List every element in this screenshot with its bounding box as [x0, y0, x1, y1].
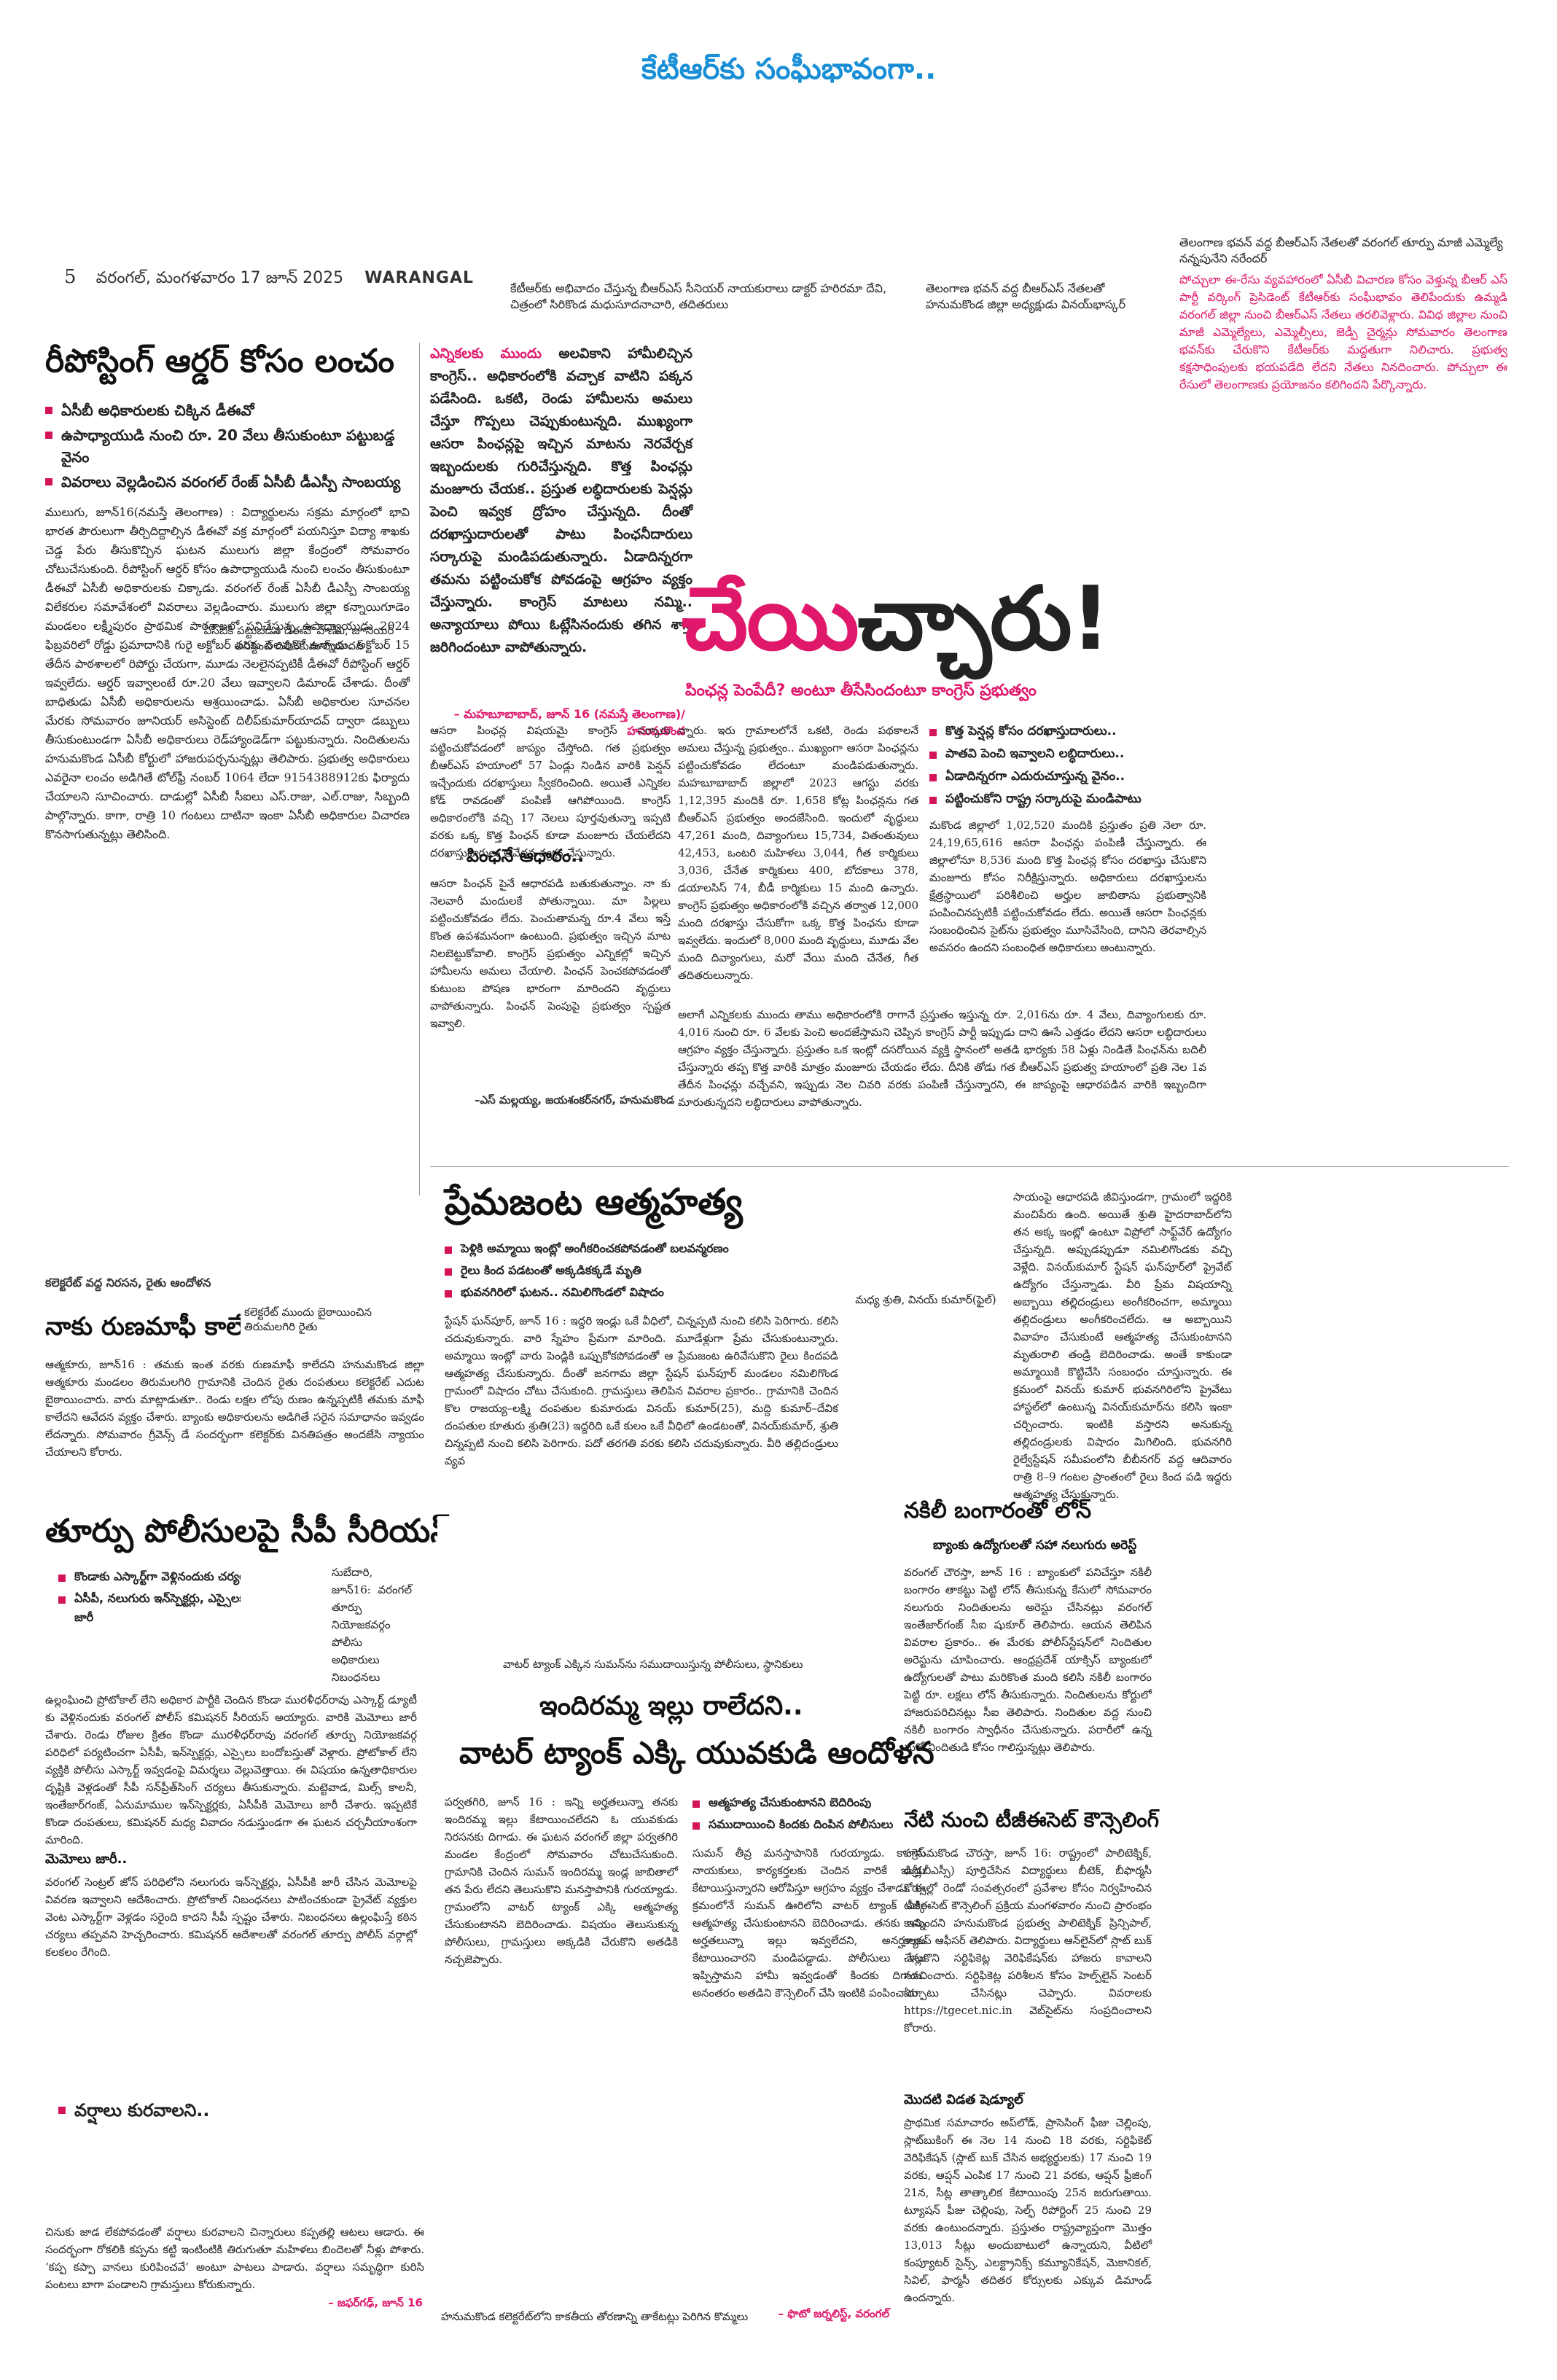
water-photo-caption: వాటర్ ట్యాంక్ ఎక్కిన సుమన్‌ను సముదాయిస్త… — [503, 1658, 803, 1671]
repost-photo-caption: ఏసీబీకి పట్టుబడిన డీఈవో పాణిని, జూనియర్ … — [203, 624, 394, 652]
row-divider-1 — [430, 1166, 1509, 1167]
repost-bullet-1: ఏసీబీ అధికారులకు చిక్కిన డీఈవో — [45, 399, 424, 421]
pension-col1b: ఆసరా పింఛన్ పైనే ఆధారపడి బతుకుతున్నాం. న… — [430, 877, 671, 1030]
photo-caption-right2: తెలంగాణ భవన్ వద్ద బీఆర్‌ఎస్ నేతలతో వరంగల… — [1179, 235, 1503, 265]
pension-col1-subhead: పింఛనే ఆధారం.. — [467, 846, 585, 866]
water-photo — [437, 1516, 867, 1647]
love-body-2: సాయంపై ఆధారపడి జీవిస్తుండగా, గ్రామంలో ఇద… — [1013, 1190, 1232, 1501]
bottom-caption: హనుమకొండ కలెక్టరేట్‌లోని కాకతీయ తోరణాన్న… — [441, 2310, 749, 2323]
pension-bullet-2: పాతవి పెంచి ఇవ్వాలని లబ్ధిదారులు.. — [929, 744, 1206, 764]
water-body-1: పర్వతగిరి, జూన్ 16 : ఇన్ని అర్హతలున్నా త… — [445, 1795, 678, 1966]
tgecet-headline: నేటి నుంచి టీజీఈసెట్ కౌన్సెలింగ్ — [904, 1808, 1159, 1832]
water-bullet-1: ఆత్మహత్య చేసుకుంటానని బెదిరింపు — [692, 1793, 926, 1812]
dateline: వరంగల్, మంగళవారం 17 జూన్ 2025 — [95, 269, 344, 287]
gold-headline: నకిలీ బంగారంతో లోన్ — [904, 1498, 1092, 1523]
police-body: ఉల్లంఘించి ప్రోటోకాల్ లేని అధికార పార్టీ… — [45, 1693, 417, 1846]
rain-body: చినుకు జాడ లేకపోవడంతో వర్షాలు కురవాలని చ… — [45, 2225, 424, 2291]
police-headline: తూర్పు పోలీసులపై సీపీ సీరియస్ — [45, 1513, 453, 1550]
tgecet-body-2: ప్రాథమిక సమాచారం అప్‌లోడ్, ప్రాసెసింగ్ ఫ… — [904, 2116, 1152, 2304]
top-story-text: పోచ్చులా ఈ-రేసు వ్యవహారంలో ఏసీబీ విచారణ … — [1179, 273, 1507, 391]
bottom-photo — [437, 2070, 889, 2303]
tgecet-subhead: మొదటి విడత షెడ్యూల్ — [904, 2092, 1023, 2107]
pension-intro: ఎన్నికలకు ముందు అలవికాని హామీలిచ్చిన కాం… — [430, 343, 692, 659]
water-bullets: ఆత్మహత్య చేసుకుంటానని బెదిరింపు సముదాయిం… — [692, 1793, 926, 1837]
police-body-2: వరంగల్ సెంట్రల్ జోన్ పరిధిలోని నలుగురు ఇ… — [45, 1876, 417, 1959]
love-photo — [860, 1188, 991, 1298]
pension-bullet-1: కొత్త పెన్షన్ల కోసం దరఖాస్తుదారులు.. — [929, 722, 1206, 741]
gold-subhead: బ్యాంకు ఉద్యోగులతో సహా నలుగురు అరెస్ట్ — [933, 1538, 1137, 1553]
repost-body: ములుగు, జూన్16(నమస్తే తెలంగాణ) : విద్యార… — [45, 505, 410, 841]
repost-bullet-2: ఉపాధ్యాయుడి నుంచి రూ. 20 వేలు తీసుకుంటూ … — [45, 424, 424, 468]
love-bullet-3: భువనగిరిలో ఘటన.. నమిలిగొండలో విషాదం — [445, 1283, 897, 1302]
top-group-photo — [50, 93, 1529, 246]
pension-intro-byline: – మహబూబాబాద్, జూన్ 16 (నమస్తే తెలంగాణ)/హ… — [453, 707, 685, 738]
pension-intro-text: అలవికాని హామీలిచ్చిన కాంగ్రెస్.. అధికారం… — [430, 346, 692, 655]
pension-bullets: కొత్త పెన్షన్ల కోసం దరఖాస్తుదారులు.. పాత… — [929, 722, 1206, 812]
edition-label: WARANGAL — [364, 269, 475, 287]
love-photo-caption: మధ్య శ్రుతి, వినయ్ కుమార్(ఫైల్) — [855, 1293, 996, 1306]
loan-headline: నాకు రుణమాఫీ కాలేదు — [45, 1312, 270, 1341]
love-body-1: స్టేషన్ ఘన్‌పూర్, జూన్ 16 : ఇద్దరి ఇండ్ల… — [445, 1314, 838, 1467]
repost-headline: రీపోస్టింగ్ ఆర్డర్ కోసం లంచం — [45, 343, 394, 380]
police-photo — [241, 1567, 328, 1691]
bottom-byline: – ఫొటో జర్నలిస్ట్, వరంగల్ — [778, 2307, 889, 2320]
love-bullets: పెళ్లికి అమ్మాయి ఇంట్లో అంగీకరించకపోవడంత… — [445, 1239, 897, 1305]
repost-photo — [211, 496, 408, 620]
pension-deck: పింఛన్ల పెంపేదీ? అంటూ తీసేసిందంటూ కాంగ్ర… — [685, 682, 1037, 700]
rain-headline-wrap: వర్షాలు కురవాలని.. — [58, 2099, 423, 2124]
pension-col1b-byline: –ఎస్ మల్లయ్య, జయశంకర్‌నగర్, హనుమకొండ — [474, 1093, 674, 1107]
water-headline-1: ఇందిరమ్మ ఇల్లు రాలేదని.. — [539, 1691, 803, 1721]
pension-col1: ఆసరా పింఛన్ల విషయమై కాంగ్రెస్ సర్కారు పట… — [430, 724, 671, 859]
loan-photo — [241, 1298, 401, 1370]
rain-headline: వర్షాలు కురవాలని.. — [58, 2099, 423, 2121]
pension-photo-left — [700, 339, 933, 565]
pension-big-headline-part1: చేయి — [682, 569, 859, 670]
rain-photo — [45, 2136, 424, 2216]
masthead: 5 వరంగల్, మంగళవారం 17 జూన్ 2025 WARANGAL — [64, 266, 516, 295]
water-bullet-2: సముదాయించి కిందకు దింపిన పోలీసులు — [692, 1815, 926, 1834]
photo-caption-right1: తెలంగాణ భవన్ వద్ద బీఆర్‌ఎస్ నేతలతో హనుమక… — [926, 281, 1126, 311]
water-body-2: సుమన్ తీవ్ర మనస్తాపానికి గురయ్యాడు. కాంగ… — [692, 1846, 926, 1999]
pension-intro-highlight: ఎన్నికలకు ముందు — [430, 346, 542, 362]
rain-byline: – జఫర్‌గఢ్, జూన్ 16 — [328, 2296, 423, 2309]
pension-bullet-4: పట్టించుకోని రాష్ట్ర సర్కారుపై మండిపాటు — [929, 789, 1206, 809]
loan-body: ఆత్మకూరు, జూన్16 : తమకు ఇంత వరకు రుణమాఫీ… — [45, 1358, 424, 1459]
water-headline-2: వాటర్ ట్యాంక్ ఎక్కి యువకుడి ఆందోళన — [459, 1735, 934, 1771]
pension-bullet-3: ఏడాదిన్నరగా ఎదురుచూస్తున్న వైనం.. — [929, 767, 1206, 787]
police-bullets: కొండాకు ఎస్కార్ట్‌గా వెళ్లినందుకు చర్యలు… — [58, 1567, 306, 1630]
repost-bullet-3: వివరాలు వెల్లడించిన వరంగల్ రేంజ్ ఏసీబీ డ… — [45, 471, 424, 493]
love-photo-right — [849, 1195, 995, 1196]
police-bullet-1: కొండాకు ఎస్కార్ట్‌గా వెళ్లినందుకు చర్యలు — [58, 1567, 306, 1586]
pension-col4: అలాగే ఎన్నికలకు ముందు తాము అధికారంలోకి ర… — [678, 1008, 1206, 1109]
pension-col2: న్నారు. ఇరు గ్రామాలలోనే ఒకటి, రెండు పథకా… — [678, 724, 918, 982]
police-bullet-2: ఏసీపీ, నలుగురు ఇన్‌స్పెక్టర్లు, ఎస్సైలకు… — [58, 1589, 306, 1627]
loan-kicker: కలెక్టరేట్ వద్ద నిరసన, రైతు ఆందోళన — [45, 1276, 211, 1290]
column-divider — [419, 343, 420, 1195]
tgecet-body: హనుమకొండ చౌరస్తా, జూన్ 16: రాష్ట్రంలో పా… — [904, 1846, 1152, 2034]
police-subhead: మెమోలు జారీ.. — [45, 1852, 128, 1867]
pension-big-headline: చేయిచ్చారు! — [682, 569, 1111, 691]
police-side-text: సుబేదారి, జూన్16: వరంగల్ తూర్పు నియోజకవర… — [332, 1566, 412, 1684]
pension-col3: మకొండ జిల్లాలో 1,02,520 మందికి ప్రస్తుతం… — [929, 819, 1206, 954]
love-headline: ప్రేమజంట ఆత్మహత్య — [445, 1181, 743, 1223]
pension-photo-right — [940, 339, 1166, 565]
love-bullet-2: రైలు కింద పడటంతో అక్కడికక్కడే మృతి — [445, 1261, 897, 1280]
pension-big-headline-part2: చ్చారు! — [857, 569, 1111, 670]
repost-bullets: ఏసీబీ అధికారులకు చిక్కిన డీఈవో ఉపాధ్యాయు… — [45, 399, 424, 496]
loan-photo-caption: కలెక్టరేట్ ముందు బైఠాయించిన తిరుమలగిరి ర… — [244, 1306, 372, 1333]
photo-caption-center: కేటీఆర్‌కు అభివాదం చేస్తున్న బీఆర్‌ఎస్ స… — [510, 281, 887, 311]
gold-body: వరంగల్ చౌరస్తా, జూన్ 16 : బ్యాంకులో పనిచ… — [904, 1566, 1152, 1754]
love-bullet-1: పెళ్లికి అమ్మాయి ఇంట్లో అంగీకరించకపోవడంత… — [445, 1239, 897, 1258]
page-number: 5 — [64, 266, 77, 288]
top-headline: కేటీఆర్‌కు సంఘీభావంగా.. — [641, 52, 937, 86]
